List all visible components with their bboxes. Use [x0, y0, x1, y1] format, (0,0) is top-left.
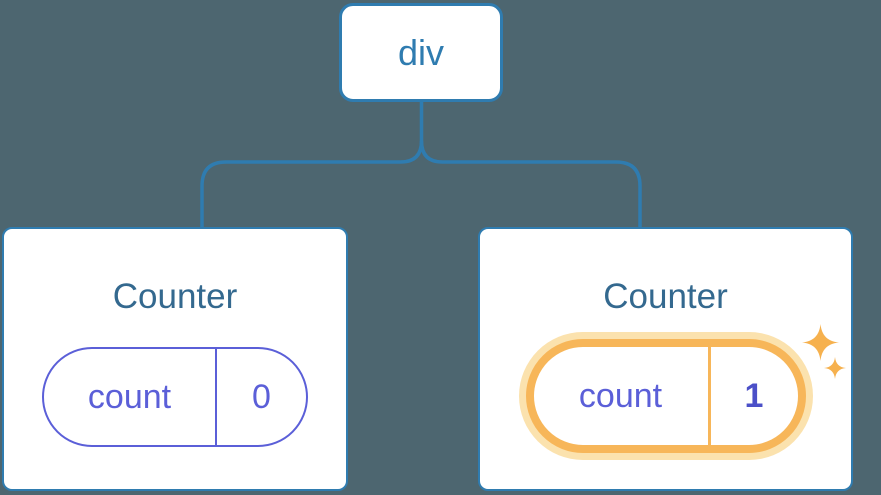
connector-right-branch	[419, 140, 642, 229]
counter-card-left: Counter count 0	[2, 227, 348, 491]
state-pill: count 0	[42, 347, 308, 447]
counter-card-right: Counter count 1	[478, 227, 853, 491]
root-node-div: div	[339, 3, 503, 102]
state-value: 1	[744, 376, 764, 415]
state-pill-highlighted: count 1	[525, 339, 806, 453]
state-name-label: count	[44, 349, 217, 445]
state-name-label: count	[534, 347, 711, 445]
root-node-label: div	[397, 31, 445, 73]
connector-left-branch	[200, 100, 424, 228]
counter-title: Counter	[603, 277, 728, 316]
sparkle-icon	[824, 357, 846, 379]
counter-title: Counter	[112, 277, 238, 316]
sparkle-icon	[802, 324, 839, 361]
state-value: 0	[252, 377, 271, 416]
